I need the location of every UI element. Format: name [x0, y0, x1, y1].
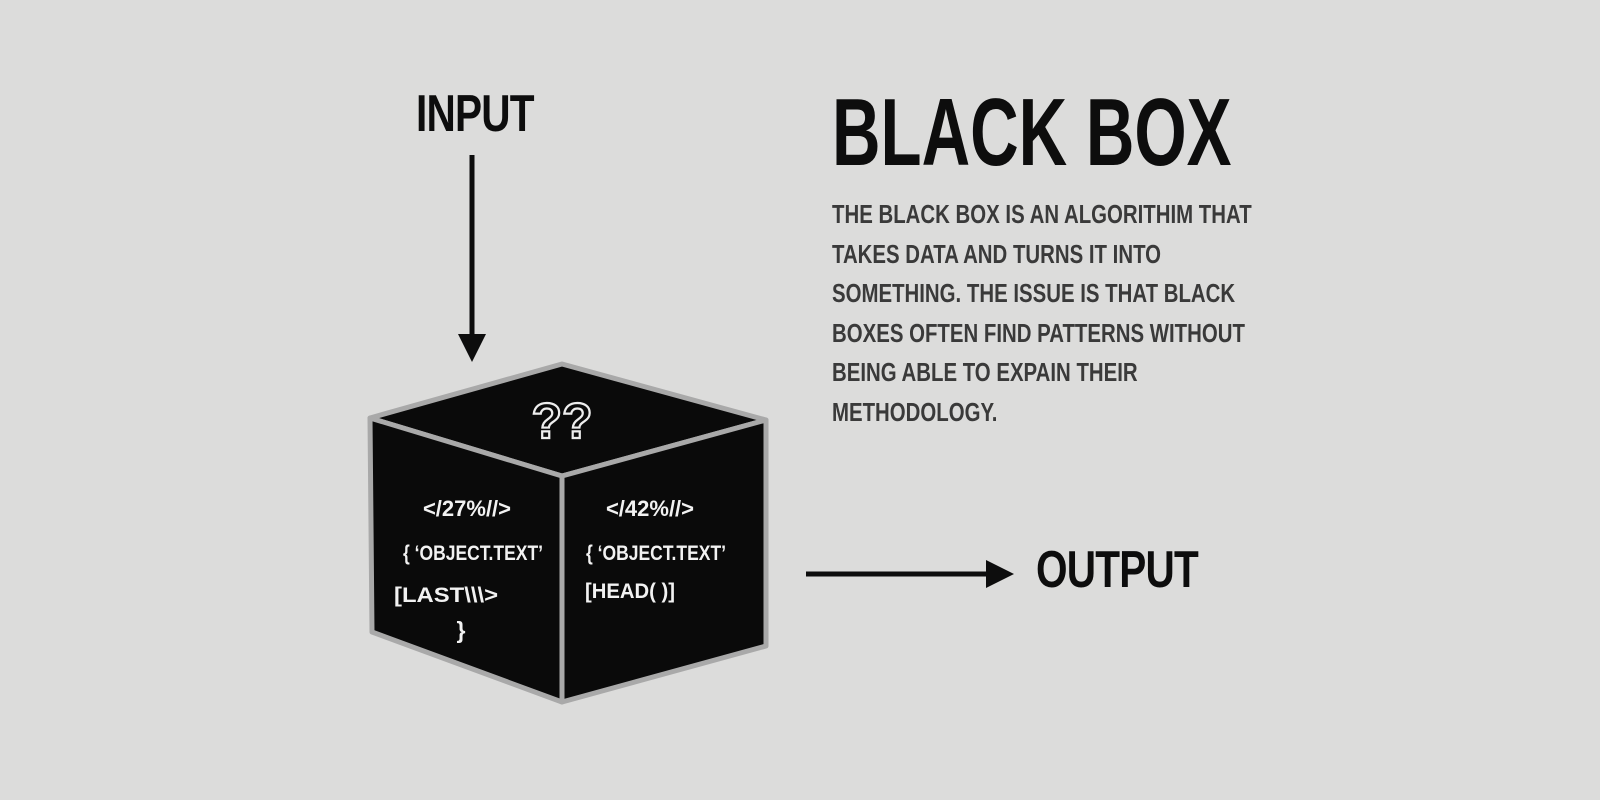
page-title: BLACK BOX: [832, 79, 1232, 186]
cube-right-face: [559, 417, 769, 705]
right-face-line-1: </42%//>: [606, 496, 694, 521]
arrow-down-icon: [458, 155, 486, 362]
left-face-line-1: </27%//>: [423, 496, 511, 521]
right-face-text: </42%//> { ‘OBJECT.TEXT’ [HEAD( )]: [585, 496, 726, 603]
left-face-text: </27%//> { ‘OBJECT.TEXT’ [LAST\\\> }: [394, 496, 543, 643]
question-marks: ??: [531, 393, 592, 449]
right-face-line-3: [HEAD( )]: [585, 580, 675, 603]
left-face-line-2: { ‘OBJECT.TEXT’: [403, 542, 543, 565]
right-face-line-2: { ‘OBJECT.TEXT’: [586, 542, 726, 565]
input-label: INPUT: [416, 85, 535, 143]
left-face-line-4: }: [457, 617, 466, 643]
output-label: OUTPUT: [1036, 541, 1199, 599]
arrow-right-icon: [806, 560, 1014, 588]
description-text: THE BLACK BOX IS AN ALGORITHIM THAT TAKE…: [832, 201, 1252, 427]
black-box-cube: [367, 361, 769, 705]
left-face-line-3: [LAST\\\>: [394, 584, 498, 607]
